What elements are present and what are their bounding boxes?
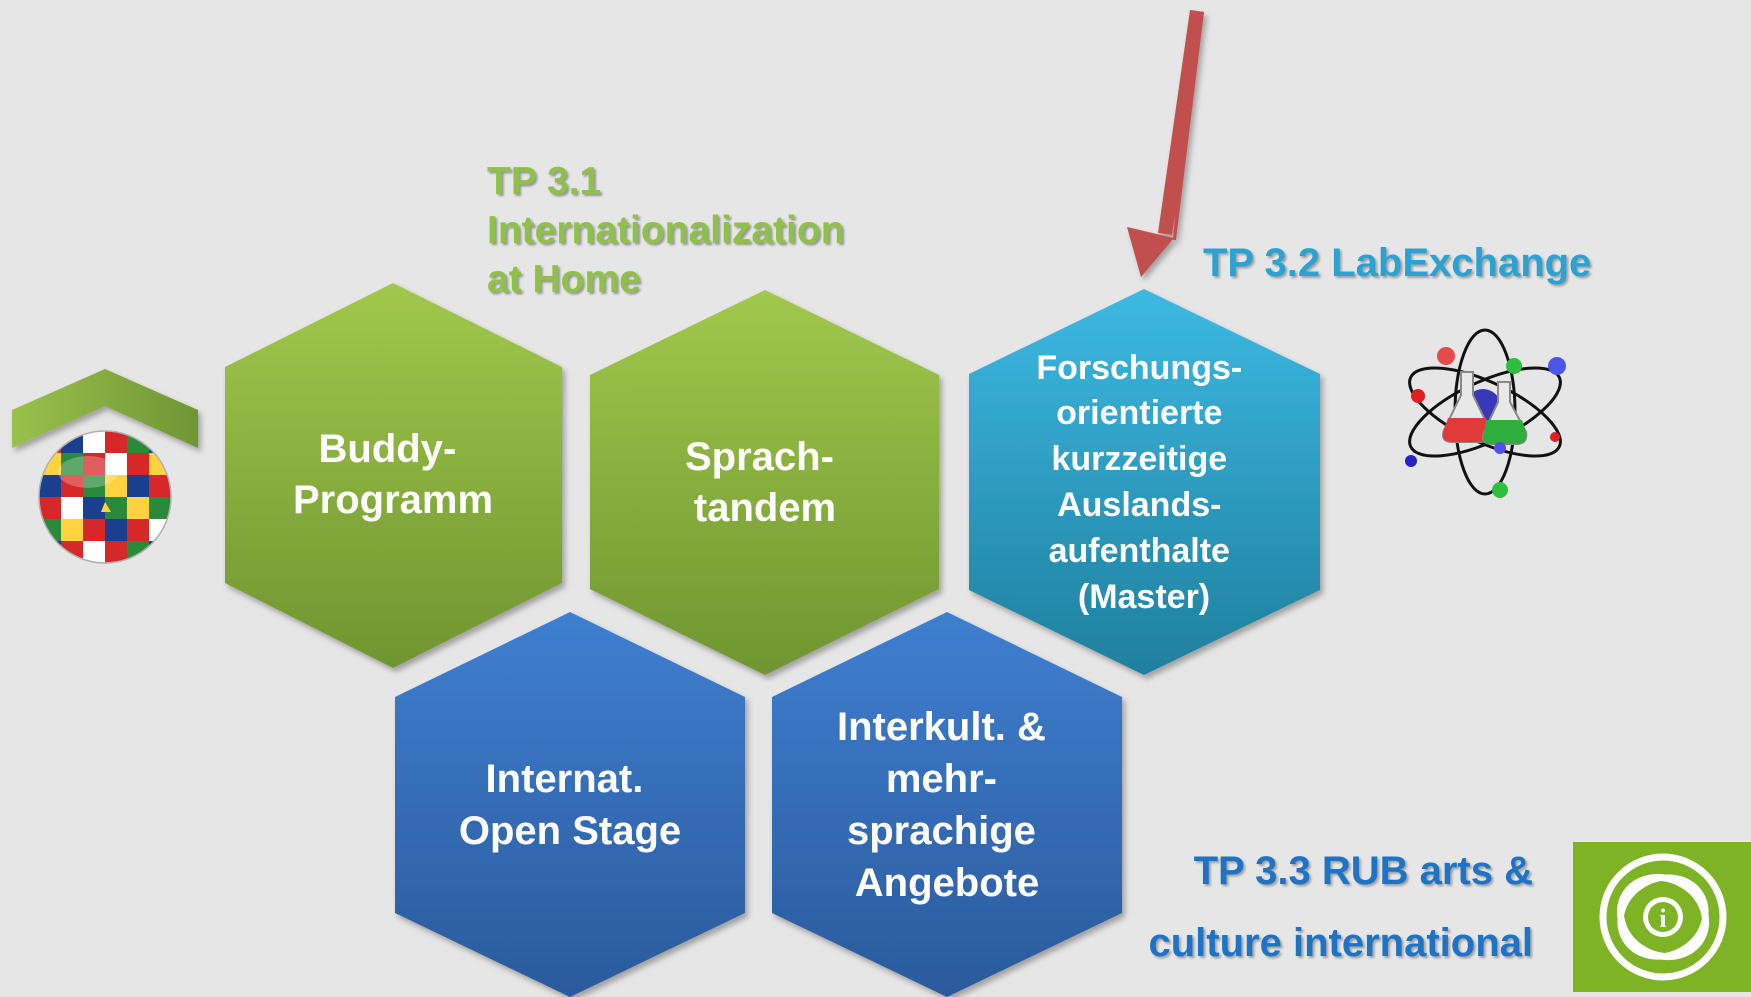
hex-forschung bbox=[969, 289, 1320, 675]
tp33-line-2: culture international bbox=[1148, 921, 1534, 965]
hex-interkult bbox=[772, 612, 1122, 997]
tp31-line-1: TP 3.1 bbox=[487, 160, 602, 203]
tp32-label: TP 3.2 LabExchange bbox=[1203, 241, 1592, 285]
pointer-arrow-icon bbox=[1127, 10, 1204, 277]
hex-buddy-programm bbox=[225, 283, 562, 668]
tp33-label: TP 3.3 RUB arts & culture international bbox=[1149, 835, 1534, 979]
hex-label-interkult: Interkult. & mehr- sprachige Angebote bbox=[837, 705, 1057, 905]
globe-flags-icon bbox=[38, 430, 172, 564]
hex-label-open-stage: Internat. Open Stage bbox=[459, 757, 681, 853]
hex-sprachtandem bbox=[590, 290, 939, 675]
tp31-label: TP 3.1 Internationalization at Home bbox=[487, 158, 845, 304]
atom-lab-flask-icon bbox=[1405, 328, 1566, 498]
hex-label-buddy: Buddy- Programm bbox=[293, 427, 493, 522]
tp33-line-1: TP 3.3 RUB arts & bbox=[1193, 849, 1533, 893]
svg-text:i: i bbox=[1659, 904, 1666, 933]
tp31-line-2: Internationalization bbox=[487, 208, 845, 252]
home-roof-icon bbox=[12, 369, 198, 448]
flower-info-logo-icon: i bbox=[1573, 842, 1751, 992]
hex-open-stage bbox=[395, 612, 745, 997]
tp31-line-3: at Home bbox=[487, 257, 641, 301]
hex-label-sprachtandem: Sprach- tandem bbox=[685, 435, 845, 530]
hex-label-forschung: Forschungs- orientierte kurzzeitige Ausl… bbox=[1036, 349, 1251, 616]
